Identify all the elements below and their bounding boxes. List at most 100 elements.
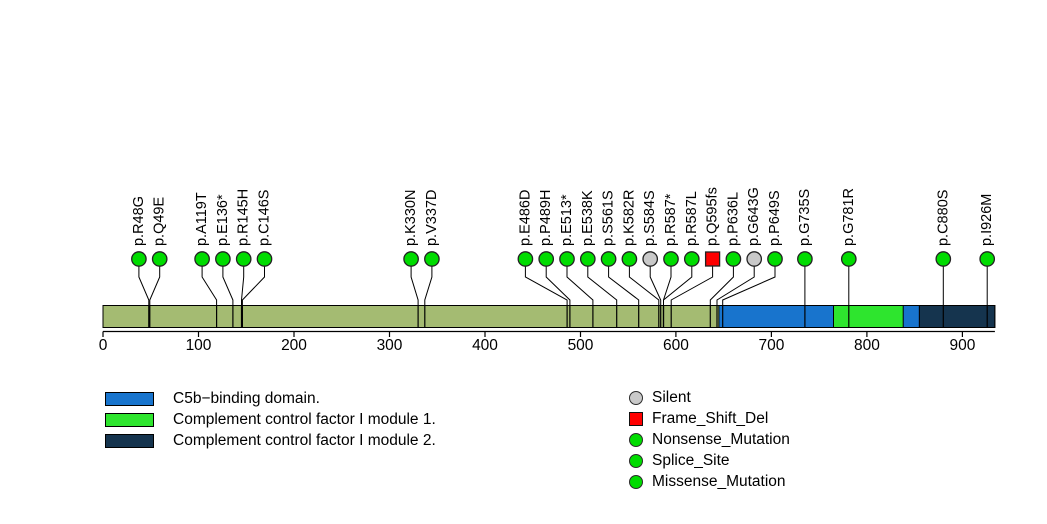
type-legend-label: Nonsense_Mutation <box>652 430 790 448</box>
lollipop-stick <box>149 266 161 306</box>
domain-complement-control-factor-i-module-2 <box>918 305 996 328</box>
marker-p.Q595fs <box>704 251 721 267</box>
marker-p.E538K <box>579 251 596 267</box>
marker-p.E136* <box>215 251 231 267</box>
mutation-label: p.R48G <box>131 196 147 246</box>
mutation-label: p.K330N <box>403 190 419 246</box>
marker-p.G735S <box>797 251 813 267</box>
mutation-label: p.E136* <box>215 194 231 246</box>
domain-legend-swatch-1 <box>105 392 154 407</box>
mutation-label: p.E486D <box>517 190 533 246</box>
marker-p.R145H <box>235 251 252 267</box>
mutation-label: p.I926M <box>979 194 995 246</box>
lollipop-stick <box>722 266 776 306</box>
lollipop-stick <box>241 266 265 306</box>
mutation-label: p.G781R <box>841 188 857 246</box>
type-legend-marker-frame-shift-del <box>629 412 643 427</box>
domain-legend-swatch-3 <box>105 433 154 448</box>
marker-p.K582R <box>621 251 638 267</box>
domain-legend-label: Complement control factor I module 2. <box>173 431 436 449</box>
lollipop-stick <box>716 266 755 306</box>
domain-legend-label: C5b−binding domain. <box>173 390 320 408</box>
marker-p.Q49E <box>151 251 168 267</box>
x-axis-tick-label: 800 <box>854 337 880 354</box>
mutation-label: p.P636L <box>725 192 741 246</box>
lollipop-stick <box>424 266 433 306</box>
type-legend-item-silent: Silent <box>629 388 790 409</box>
type-legend-label: Silent <box>652 389 691 407</box>
mutation-label: p.A119T <box>194 192 210 246</box>
lollipop-stick <box>545 266 571 306</box>
mutation-label: p.C146S <box>257 190 273 246</box>
x-axis-tick-label: 0 <box>99 337 108 354</box>
marker-p.A119T <box>194 251 210 267</box>
mutation-label: p.E538K <box>580 190 596 246</box>
domain-legend-item-2: Complement control factor I module 1. <box>105 410 436 431</box>
marker-p.S561S <box>600 251 617 267</box>
mutation-label: p.V337D <box>424 190 440 246</box>
marker-p.P649S <box>767 251 783 267</box>
marker-p.V337D <box>424 251 440 267</box>
marker-p.I926M <box>979 251 996 267</box>
lollipop-stick <box>709 266 734 306</box>
mutation-label: p.Q49E <box>152 197 168 246</box>
x-axis-tick-label: 600 <box>663 337 689 354</box>
marker-p.R587* <box>663 251 679 267</box>
domain-legend-item-1: C5b−binding domain. <box>105 389 436 410</box>
mutation-label: p.R145H <box>236 189 252 246</box>
x-axis-tick-label: 700 <box>758 337 784 354</box>
type-legend-label: Missense_Mutation <box>652 472 786 490</box>
mutation-label: p.Q595fs <box>705 187 721 246</box>
domain-legend: C5b−binding domain. Complement control f… <box>105 389 436 451</box>
type-legend-label: Frame_Shift_Del <box>652 410 769 428</box>
lollipop-stick <box>628 266 660 306</box>
lollipop-stick <box>410 266 419 306</box>
marker-p.G781R <box>840 251 857 267</box>
lollipop-stick <box>524 266 568 306</box>
marker-p.R48G <box>131 251 147 267</box>
mutation-label: p.G735S <box>797 189 813 246</box>
lollipop-stick <box>201 266 218 306</box>
lollipop-stick <box>670 266 714 306</box>
lollipop-stick <box>663 266 693 306</box>
mutation-label: p.R587* <box>663 193 679 246</box>
type-legend-label: Splice_Site <box>652 451 730 469</box>
domain-complement-control-factor-i-module-1 <box>833 305 904 328</box>
marker-p.C880S <box>935 251 952 267</box>
type-legend-item-frame-shift-del: Frame_Shift_Del <box>629 409 790 430</box>
mutation-label: p.P649S <box>767 190 783 246</box>
marker-p.R587L <box>683 251 700 267</box>
mutation-label: p.C880S <box>935 190 951 246</box>
marker-p.G643G <box>746 251 763 267</box>
type-legend-item-splice-site: Splice_Site <box>629 450 790 471</box>
x-axis-tick-label: 500 <box>568 337 594 354</box>
marker-p.C146S <box>256 251 273 267</box>
mutation-label: p.R587L <box>684 191 700 246</box>
marker-p.E513* <box>559 251 575 267</box>
domain-legend-swatch-2 <box>105 413 154 428</box>
type-legend-marker-nonsense <box>629 432 643 447</box>
lollipop-stick <box>138 266 150 306</box>
marker-p.P636L <box>725 251 742 267</box>
x-axis-tick-label: 200 <box>281 337 307 354</box>
type-legend-marker-missense <box>629 474 643 489</box>
marker-p.P489H <box>538 251 555 267</box>
mutation-type-legend: Silent Frame_Shift_Del Nonsense_Mutation… <box>629 388 790 492</box>
lollipop-stick <box>608 266 640 306</box>
domain-legend-label: Complement control factor I module 1. <box>173 411 436 429</box>
type-legend-marker-silent <box>629 391 643 406</box>
marker-p.S584S <box>642 251 659 267</box>
mutation-label: p.G643G <box>746 187 762 246</box>
marker-p.E486D <box>517 251 534 267</box>
lollipop-stick <box>649 266 662 306</box>
x-axis-tick-label: 100 <box>186 337 212 354</box>
x-axis-tick-label: 300 <box>377 337 403 354</box>
lollipop-stick <box>241 266 245 306</box>
type-legend-item-missense: Missense_Mutation <box>629 471 790 492</box>
marker-p.K330N <box>403 251 419 267</box>
lollipop-stick <box>587 266 618 306</box>
mutation-label: p.P489H <box>538 190 554 246</box>
type-legend-marker-splice-site <box>629 453 643 468</box>
x-axis-tick-label: 400 <box>472 337 498 354</box>
